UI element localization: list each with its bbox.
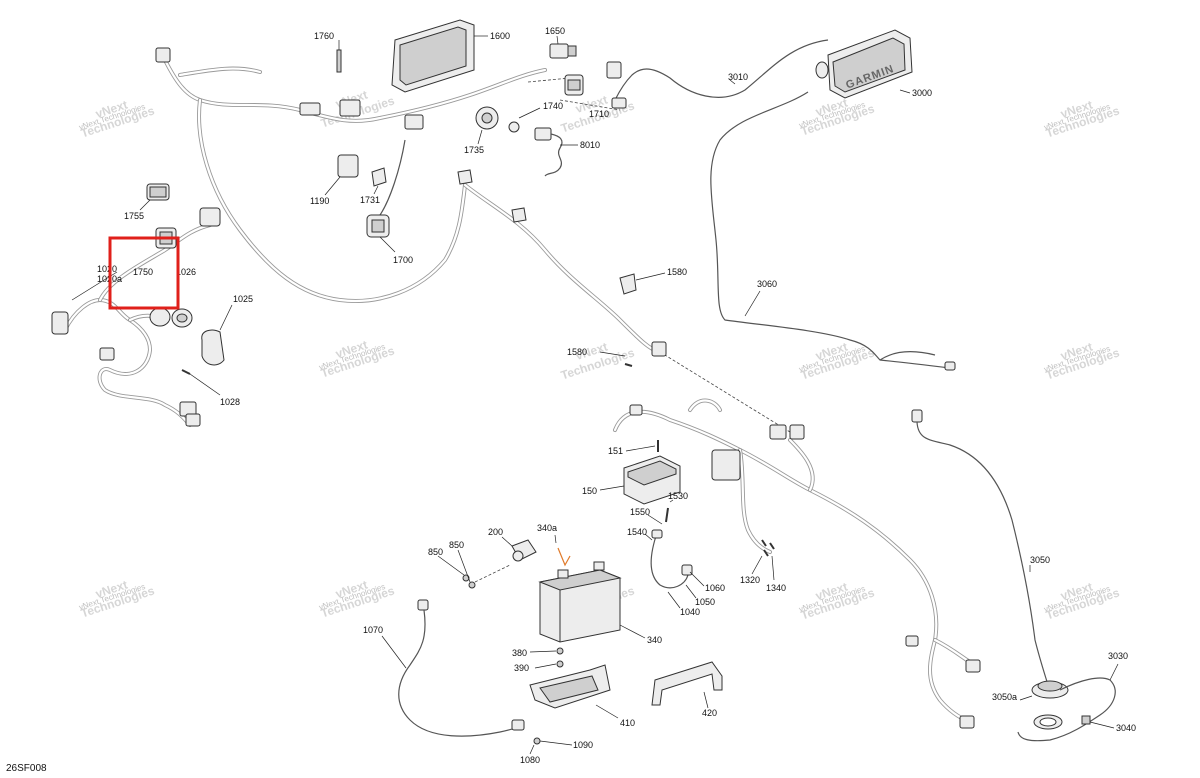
callout-340: 340 xyxy=(647,635,662,645)
callout-1070: 1070 xyxy=(363,625,383,635)
callout-151: 151 xyxy=(608,446,623,456)
strap-420[interactable] xyxy=(651,661,723,709)
callout-1550: 1550 xyxy=(630,507,650,517)
bolt-151[interactable] xyxy=(625,440,659,452)
nuts-850[interactable] xyxy=(437,549,511,589)
diagram-code: 26SF008 xyxy=(6,763,47,774)
callout-1028: 1028 xyxy=(220,397,240,407)
connector-1190[interactable] xyxy=(324,154,359,196)
callout-1320: 1320 xyxy=(740,575,760,585)
callout-850-a: 850 xyxy=(428,547,443,557)
harness-connector xyxy=(404,114,424,130)
clip-1580-b[interactable] xyxy=(599,341,667,367)
garmin-cable-3060[interactable] xyxy=(710,91,956,371)
cable-3030[interactable] xyxy=(1017,663,1119,742)
callout-1026: 1026 xyxy=(176,267,196,277)
coil-cable-8010[interactable] xyxy=(534,127,578,177)
nut-1550[interactable] xyxy=(647,514,663,525)
callout-420: 420 xyxy=(702,708,717,718)
socket-1735[interactable] xyxy=(475,106,499,145)
screw-3040[interactable] xyxy=(1081,715,1115,729)
callout-200: 200 xyxy=(488,527,503,537)
switch-1740[interactable] xyxy=(508,107,541,133)
callout-3050a: 3050a xyxy=(992,692,1017,702)
callout-1600: 1600 xyxy=(490,31,510,41)
callout-1750: 1750 xyxy=(133,267,153,277)
cable-1070[interactable] xyxy=(381,599,525,737)
callout-1580: 1580 xyxy=(667,267,687,277)
screw-1028[interactable] xyxy=(181,369,221,396)
callout-150: 150 xyxy=(582,486,597,496)
callout-1735: 1735 xyxy=(464,145,484,155)
callout-1740: 1740 xyxy=(543,101,563,111)
nut-1090[interactable] xyxy=(533,737,573,746)
callout-8010: 8010 xyxy=(580,140,600,150)
callout-3030: 3030 xyxy=(1108,651,1128,661)
regulator-150[interactable] xyxy=(599,455,681,505)
clip-1731[interactable] xyxy=(371,167,387,195)
cable-1540[interactable] xyxy=(644,529,693,589)
connector-1755[interactable] xyxy=(139,183,170,211)
callout-410: 410 xyxy=(620,718,635,728)
battery-340[interactable] xyxy=(538,561,646,643)
callout-1580-b: 1580 xyxy=(567,347,587,357)
callout-1755: 1755 xyxy=(124,211,144,221)
callout-1710: 1710 xyxy=(589,109,609,119)
solenoid-200[interactable] xyxy=(501,536,537,562)
battery-tray-410[interactable] xyxy=(529,647,619,719)
garmin-cable-3010[interactable] xyxy=(606,39,829,109)
bolt-1530[interactable] xyxy=(665,499,674,523)
clip-1580[interactable] xyxy=(457,169,666,295)
highlight-box xyxy=(108,236,180,310)
callout-3010: 3010 xyxy=(728,72,748,82)
main-harness-upper xyxy=(155,47,547,303)
cable-3050[interactable] xyxy=(911,409,1049,686)
callout-1530: 1530 xyxy=(668,491,688,501)
callout-1040: 1040 xyxy=(680,607,700,617)
harness-clip xyxy=(299,102,321,116)
fuse-box xyxy=(711,449,741,481)
callout-3050: 3050 xyxy=(1030,555,1050,565)
rear-harness xyxy=(613,398,981,729)
callout-1650: 1650 xyxy=(545,26,565,36)
callout-1090: 1090 xyxy=(573,740,593,750)
harness-connector xyxy=(339,99,361,117)
callout-3000: 3000 xyxy=(912,88,932,98)
callout-1731: 1731 xyxy=(360,195,380,205)
connector-1650[interactable] xyxy=(549,35,577,59)
vent-340a[interactable] xyxy=(554,534,571,567)
callout-1760: 1760 xyxy=(314,31,334,41)
instrument-cluster-1600[interactable] xyxy=(391,19,488,93)
callout-1020: 1020 xyxy=(97,264,117,274)
garmin-display-3000[interactable]: GARMIN xyxy=(815,29,913,99)
harness-connector xyxy=(155,47,171,63)
cover-1025[interactable] xyxy=(201,304,233,366)
callout-1540: 1540 xyxy=(627,527,647,537)
callout-1080: 1080 xyxy=(520,755,540,765)
callout-1060: 1060 xyxy=(705,583,725,593)
socket-3050a[interactable] xyxy=(1019,680,1069,730)
watermarks: vNext Technologies vNext Technologies vN… xyxy=(78,88,1122,623)
bolts-1320-1340[interactable] xyxy=(751,539,775,581)
connector-1710[interactable] xyxy=(564,74,584,96)
socket-1026[interactable] xyxy=(149,307,193,328)
callout-1340: 1340 xyxy=(766,583,786,593)
bolt-1760[interactable] xyxy=(336,40,342,73)
callout-1050: 1050 xyxy=(695,597,715,607)
callout-1190: 1190 xyxy=(310,196,329,206)
center-harness xyxy=(463,77,791,433)
callout-1700: 1700 xyxy=(393,255,413,265)
callout-380: 380 xyxy=(512,648,527,658)
callout-390: 390 xyxy=(514,663,529,673)
callout-3040: 3040 xyxy=(1116,723,1136,733)
connector-1700[interactable] xyxy=(366,139,406,253)
callout-340a: 340a xyxy=(537,523,557,533)
callout-1025: 1025 xyxy=(233,294,253,304)
left-harness-1020[interactable] xyxy=(51,207,221,427)
callout-850-b: 850 xyxy=(449,540,464,550)
callout-3060: 3060 xyxy=(757,279,777,289)
